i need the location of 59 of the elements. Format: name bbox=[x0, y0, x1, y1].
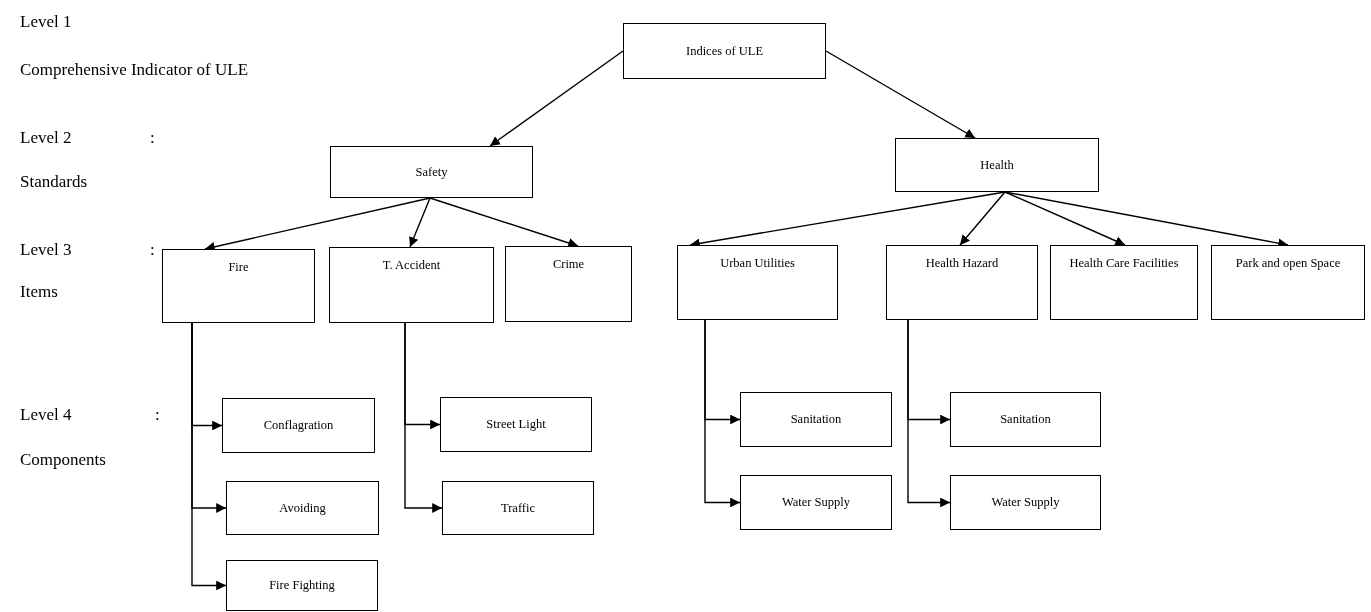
level-label: Level 3 bbox=[20, 240, 72, 260]
node-label: Park and open Space bbox=[1235, 256, 1341, 271]
box bbox=[886, 245, 1038, 320]
arrow bbox=[489, 50, 624, 147]
level-label: : bbox=[150, 240, 155, 260]
node-label: Traffic bbox=[501, 500, 535, 516]
node-label: Sanitation bbox=[1000, 412, 1051, 427]
box bbox=[1211, 245, 1365, 320]
level-label: Level 1 bbox=[20, 12, 72, 32]
node-label: Water Supply bbox=[781, 495, 851, 510]
node-label: Fire Fighting bbox=[269, 578, 335, 593]
level-label: Standards bbox=[20, 172, 88, 192]
arrow bbox=[959, 191, 1006, 246]
arrow bbox=[409, 197, 431, 248]
level-label: Comprehensive Indicator of ULE bbox=[20, 60, 248, 80]
box bbox=[226, 560, 378, 611]
box bbox=[330, 146, 533, 198]
node-label: Water Supply bbox=[991, 495, 1060, 510]
box bbox=[950, 392, 1101, 447]
arrow bbox=[404, 322, 443, 513]
level-label: : bbox=[155, 405, 160, 425]
box bbox=[505, 246, 632, 322]
arrow bbox=[1004, 191, 1126, 246]
level-label: : bbox=[150, 128, 155, 148]
level-label: Components bbox=[20, 450, 106, 470]
arrow bbox=[825, 50, 976, 139]
node-label: Health bbox=[980, 157, 1014, 173]
node-label: Safety bbox=[415, 164, 448, 180]
node-label: Street Light bbox=[486, 417, 546, 432]
arrow bbox=[191, 322, 227, 591]
node-label: Fire bbox=[228, 260, 249, 275]
box bbox=[222, 398, 375, 453]
box bbox=[442, 481, 594, 535]
node-label: Urban Utilities bbox=[720, 256, 795, 271]
box bbox=[226, 481, 379, 535]
node-label: Health Care Facilities bbox=[1069, 256, 1179, 271]
box bbox=[740, 475, 892, 530]
box bbox=[950, 475, 1101, 530]
arrow bbox=[429, 197, 579, 248]
box bbox=[895, 138, 1099, 192]
box bbox=[1050, 245, 1198, 320]
box bbox=[677, 245, 838, 320]
box bbox=[162, 249, 315, 323]
node-label: Indices of ULE bbox=[685, 43, 764, 59]
node-label: Crime bbox=[552, 257, 585, 272]
arrow bbox=[907, 319, 951, 508]
box bbox=[440, 397, 592, 452]
node-label: Health Hazard bbox=[925, 256, 999, 271]
level-label: Level 2 bbox=[20, 128, 72, 148]
node-label: Conflagration bbox=[263, 418, 334, 433]
node-label: T. Accident bbox=[382, 258, 441, 273]
level-label: Level 4 bbox=[20, 405, 72, 425]
box bbox=[740, 392, 892, 447]
box bbox=[329, 247, 494, 323]
arrow bbox=[704, 319, 741, 508]
box bbox=[623, 23, 826, 79]
node-label: Sanitation bbox=[790, 412, 842, 427]
level-label: Items bbox=[20, 282, 58, 302]
node-label: Avoiding bbox=[279, 500, 326, 516]
